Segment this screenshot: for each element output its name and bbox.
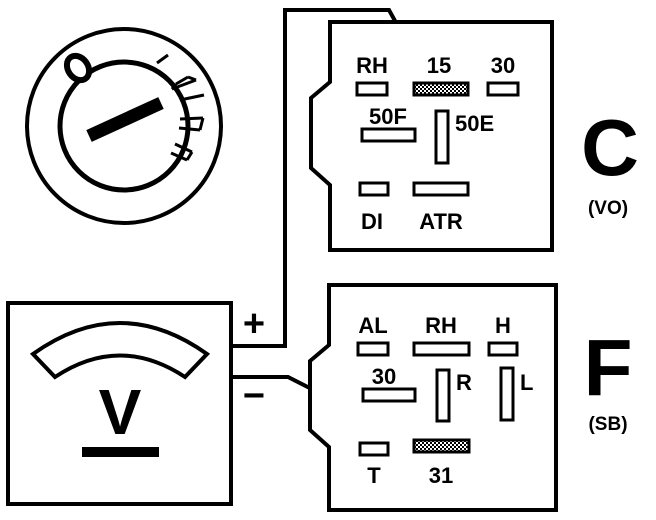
pin-f-h-label: H	[495, 313, 511, 338]
pin-c-30	[486, 81, 520, 97]
pin-f-al-label: AL	[358, 313, 387, 338]
pin-c-15	[412, 81, 470, 97]
minus-terminal-label: −	[243, 375, 265, 417]
connector-c-letter: C	[581, 103, 639, 192]
pin-c-di-label: DI	[361, 209, 383, 234]
pin-f-l-label: L	[520, 370, 533, 395]
pin-f-rh-label: RH	[425, 313, 457, 338]
ignition-switch-icon	[25, 27, 223, 225]
pin-f-31-label: 31	[429, 463, 453, 488]
pin-c-atr	[412, 181, 470, 197]
pin-f-t-label: T	[367, 463, 381, 488]
pin-f-l	[499, 366, 515, 422]
connector-f-letter: F	[584, 323, 633, 412]
pin-f-r	[435, 368, 451, 423]
connector-c-caption: (VO)	[588, 198, 628, 219]
pin-f-t	[358, 441, 390, 457]
pin-f-h	[487, 341, 519, 357]
pin-f-al	[356, 341, 390, 357]
connector-f	[308, 283, 558, 512]
voltmeter-symbol: V	[99, 376, 142, 448]
pin-f-rh	[412, 341, 471, 357]
pin-c-50f	[360, 127, 417, 143]
pin-f-30-label: 30	[372, 364, 396, 389]
pin-c-di	[358, 181, 390, 197]
connector-c	[309, 20, 554, 252]
pin-c-rh	[355, 81, 389, 97]
pin-f-30	[361, 387, 417, 403]
pin-f-r-label: R	[456, 370, 472, 395]
pin-c-50e	[434, 109, 450, 165]
pin-c-atr-label: ATR	[419, 209, 463, 234]
pin-f-31	[412, 438, 471, 454]
plus-terminal-label: +	[243, 303, 265, 345]
voltmeter-icon	[6, 301, 233, 506]
pin-c-rh-label: RH	[356, 53, 388, 78]
pin-c-15-label: 15	[427, 53, 451, 78]
pin-c-50f-label: 50F	[369, 104, 407, 129]
pin-c-30-label: 30	[491, 53, 515, 78]
pin-c-50e-label: 50E	[455, 111, 494, 136]
connector-f-caption: (SB)	[588, 414, 627, 435]
